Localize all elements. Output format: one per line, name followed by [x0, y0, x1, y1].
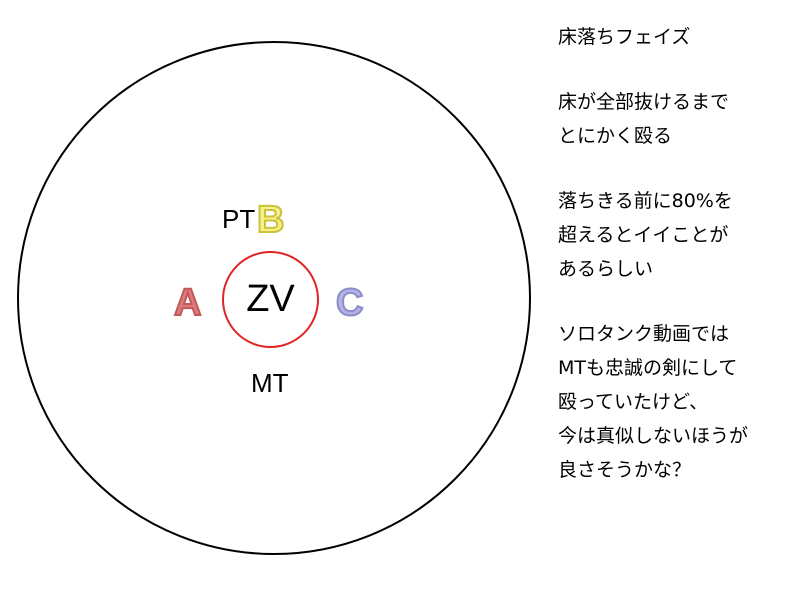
arena-circle [17, 41, 531, 555]
note-line: とにかく殴る [558, 125, 673, 147]
boss-label: ZV [246, 278, 295, 320]
pt-label: PT [222, 204, 256, 234]
notes-block-3: ソロタンク動画では MTも忠誠の剣にして 殴っていたけど、 今は真似しないほうが… [558, 317, 794, 487]
note-line: あるらしい [558, 258, 654, 280]
marker-c: C [335, 282, 364, 324]
note-line: 殴っていたけど、 [558, 391, 709, 413]
notes-block-2: 落ちきる前に80%を 超えるとイイことが あるらしい [558, 184, 794, 286]
notes-title: 床落ちフェイズ [558, 26, 691, 48]
boss-ring [222, 251, 319, 348]
notes-title-block: 床落ちフェイズ [558, 20, 794, 54]
note-line: 今は真似しないほうが [558, 425, 749, 447]
marker-b: B [256, 199, 285, 241]
note-line: 落ちきる前に80%を [558, 190, 733, 212]
marker-a: A [173, 282, 202, 324]
note-line: ソロタンク動画では [558, 323, 730, 345]
strategy-notes: 床落ちフェイズ 床が全部抜けるまで とにかく殴る 落ちきる前に80%を 超えると… [558, 20, 794, 518]
note-line: MTも忠誠の剣にして [558, 357, 738, 379]
mt-label: MT [251, 368, 289, 398]
note-line: 良さそうかな？ [558, 459, 692, 481]
note-line: 超えるとイイことが [558, 224, 729, 246]
note-line: 床が全部抜けるまで [558, 91, 730, 113]
notes-block-1: 床が全部抜けるまで とにかく殴る [558, 85, 794, 153]
